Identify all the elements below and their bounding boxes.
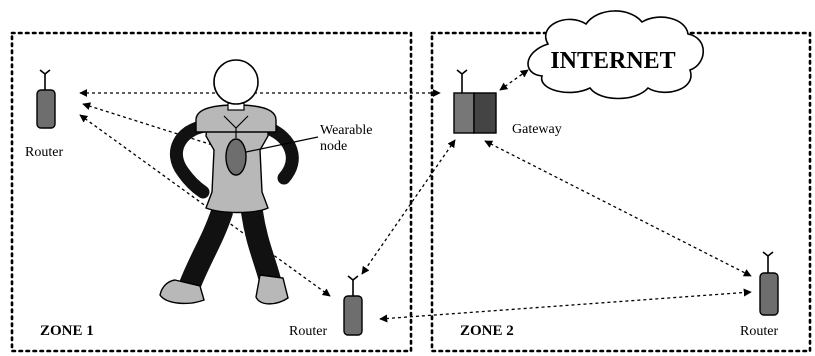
gateway-left-unit bbox=[453, 92, 475, 134]
zone-2-label: ZONE 2 bbox=[460, 323, 514, 339]
link-router-router-bottom bbox=[379, 288, 752, 323]
left-foot bbox=[159, 279, 205, 305]
link-gateway-router-right bbox=[484, 140, 752, 277]
router-top-left: Router bbox=[25, 69, 63, 160]
wearable-node-icon bbox=[225, 138, 247, 176]
router-bottom-right: Router bbox=[740, 251, 779, 339]
zone-1-border bbox=[10, 31, 413, 353]
link-gateway-router bbox=[361, 139, 456, 275]
router-icon bbox=[343, 295, 363, 336]
router-label: Router bbox=[289, 324, 327, 339]
wearable-node-label-line1: Wearable bbox=[320, 123, 373, 138]
left-arm bbox=[169, 119, 212, 199]
wearable-node-label: Wearable node bbox=[320, 123, 376, 154]
right-arm bbox=[261, 121, 299, 185]
link-gateway-internet bbox=[499, 69, 529, 91]
collar bbox=[223, 115, 249, 138]
gateway: Gateway bbox=[453, 69, 562, 137]
wearable-node-label-line2: node bbox=[320, 139, 347, 154]
right-foot bbox=[255, 274, 289, 305]
router-icon bbox=[759, 272, 779, 316]
gateway-right-unit bbox=[473, 92, 497, 134]
internet-label: INTERNET bbox=[550, 48, 675, 74]
person-figure: Wearable node bbox=[159, 59, 376, 305]
router-label: Router bbox=[25, 145, 63, 160]
right-leg bbox=[241, 201, 281, 291]
gateway-label: Gateway bbox=[512, 122, 562, 137]
internet-cloud: INTERNET bbox=[527, 10, 704, 100]
router-icon bbox=[36, 89, 56, 129]
head bbox=[213, 59, 259, 105]
zone-1-label: ZONE 1 bbox=[40, 323, 94, 339]
wearable-node-pointer bbox=[245, 136, 319, 153]
router-bottom-center: Router bbox=[289, 275, 363, 339]
left-leg bbox=[177, 201, 233, 301]
router-label: Router bbox=[740, 324, 778, 339]
links bbox=[79, 69, 752, 323]
